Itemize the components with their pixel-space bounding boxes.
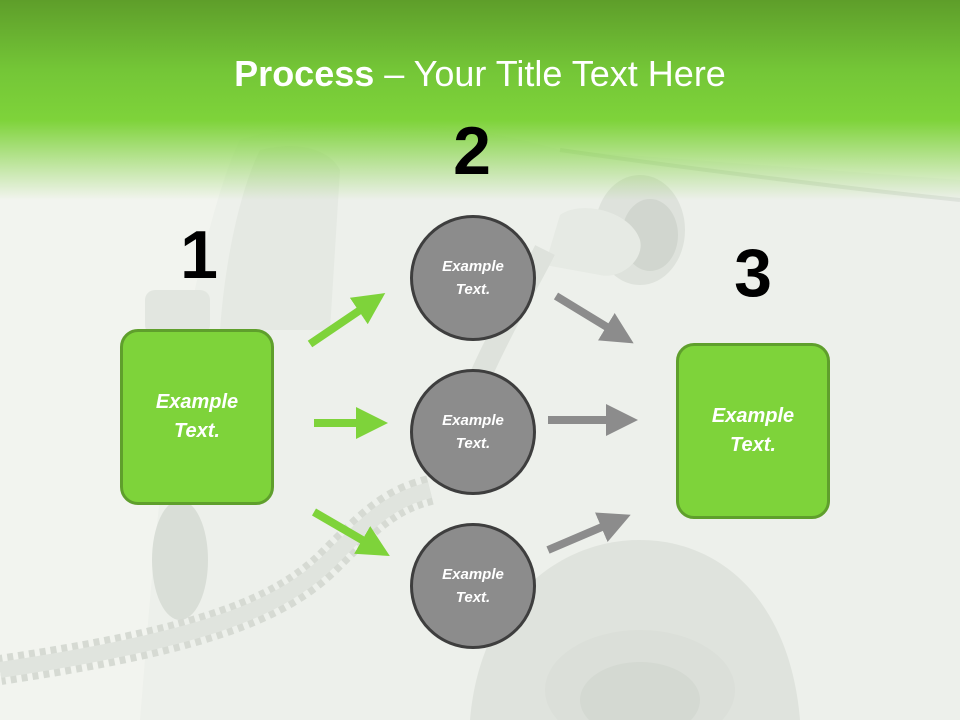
step-2-circle-3: Example Text. (410, 523, 536, 649)
arrow-1-to-circle-3 (311, 508, 390, 557)
title-rest: – Your Title Text Here (374, 53, 726, 94)
arrow-1-to-circle-1 (307, 293, 386, 348)
header-band (0, 0, 960, 200)
step-3-box: Example Text. (676, 343, 830, 519)
step-number-1: 1 (180, 217, 218, 293)
step-number-3: 3 (734, 235, 772, 311)
circle-1-text-line1: Example (442, 258, 504, 275)
circle-3-text-line2: Text. (455, 589, 491, 606)
circle-3-text-line1: Example (442, 566, 504, 583)
step-3-text-line2: Text. (730, 434, 776, 456)
circle-1-text-line2: Text. (455, 281, 491, 298)
slide-title: Process – Your Title Text Here (0, 52, 960, 96)
step-1-text-line1: Example (155, 391, 239, 413)
step-1-box: Example Text. (120, 329, 274, 505)
circle-2-text-line1: Example (442, 412, 504, 429)
step-2-circle-2: Example Text. (410, 369, 536, 495)
circle-2-text-line2: Text. (455, 435, 491, 452)
title-bold: Process (234, 53, 375, 94)
step-2-circle-1: Example Text. (410, 215, 536, 341)
step-number-2: 2 (453, 113, 491, 189)
arrow-circle-3-to-3 (546, 512, 631, 554)
arrow-circle-1-to-3 (553, 292, 634, 344)
step-3-text-line1: Example (711, 405, 795, 427)
step-1-text-line2: Text. (174, 420, 220, 442)
